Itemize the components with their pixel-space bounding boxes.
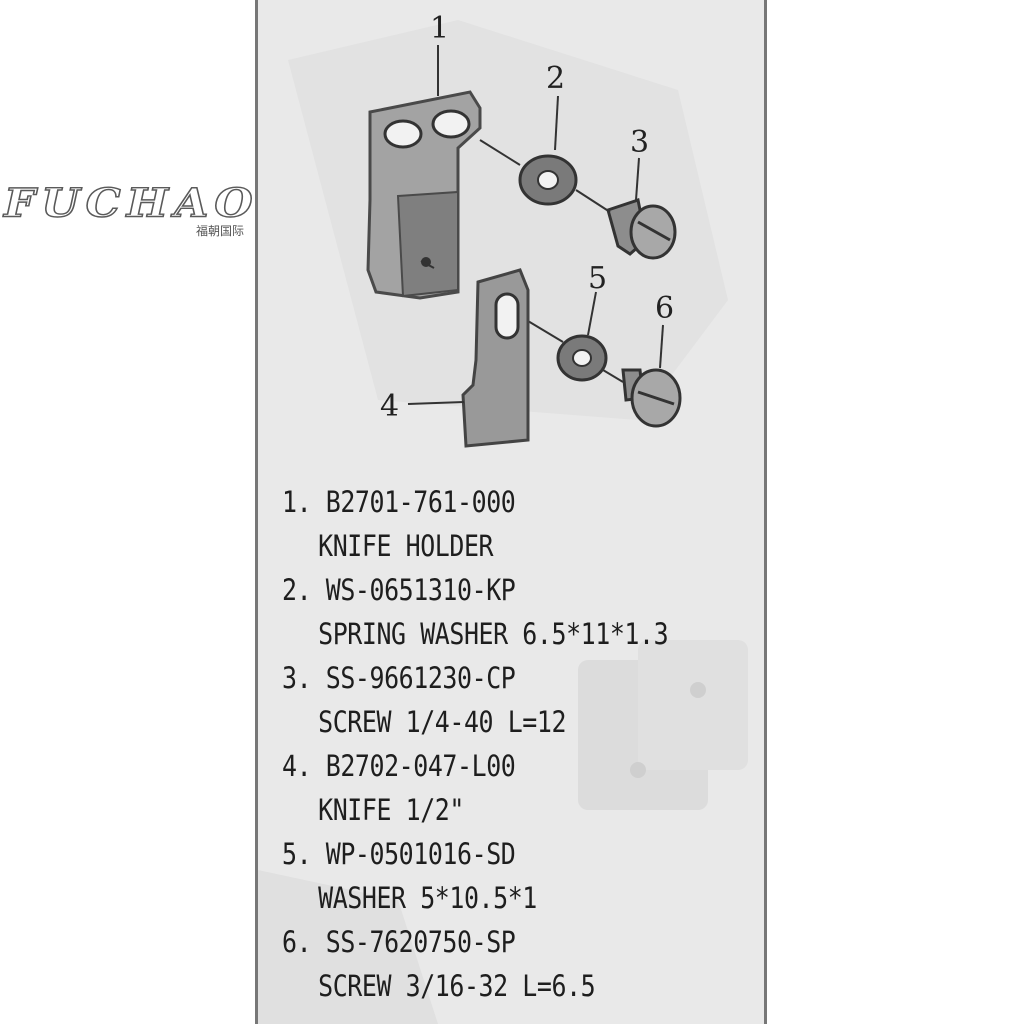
part-code: 3. SS-9661230-CP — [282, 661, 516, 695]
part-description: SPRING WASHER 6.5*11*1.3 — [318, 617, 669, 651]
part-entry: 4. B2702-047-L00 KNIFE 1/2" — [282, 744, 695, 832]
exploded-diagram: 1 2 3 4 5 6 — [366, 11, 682, 448]
callout-2: 2 — [546, 61, 565, 96]
part-description: SCREW 1/4-40 L=12 — [318, 705, 567, 739]
parts-list: 1. B2701-761-000 KNIFE HOLDER 2. WS-0651… — [282, 480, 695, 1008]
knife-holder-part — [366, 90, 482, 300]
parts-sheet: 1 2 3 4 5 6 1. B2701-761-000 KNIFE HOLDE… — [255, 0, 767, 1024]
washer-part — [556, 334, 608, 382]
part-entry: 1. B2701-761-000 KNIFE HOLDER — [282, 480, 695, 568]
part-code: 5. WP-0501016-SD — [282, 837, 516, 871]
callout-5: 5 — [588, 261, 607, 296]
small-screw-part — [621, 368, 682, 428]
part-description: WASHER 5*10.5*1 — [318, 881, 537, 915]
knife-part — [461, 268, 530, 448]
callout-lines — [407, 45, 664, 405]
part-description: SCREW 3/16-32 L=6.5 — [318, 969, 596, 1003]
part-description: KNIFE 1/2" — [318, 793, 464, 827]
part-code: 6. SS-7620750-SP — [282, 925, 516, 959]
part-entry: 3. SS-9661230-CP SCREW 1/4-40 L=12 — [282, 656, 695, 744]
callout-6: 6 — [655, 291, 674, 326]
part-entry: 6. SS-7620750-SP SCREW 3/16-32 L=6.5 — [282, 920, 695, 1008]
spring-washer-part — [518, 154, 578, 206]
assembly-leader-lines — [420, 139, 624, 383]
part-code: 1. B2701-761-000 — [282, 485, 516, 519]
callout-3: 3 — [630, 125, 649, 160]
part-entry: 2. WS-0651310-KP SPRING WASHER 6.5*11*1.… — [282, 568, 695, 656]
watermark-subtitle: 福朝国际 — [196, 224, 245, 238]
watermark-logo: FUCHAO 福朝国际 — [0, 178, 262, 248]
callout-4: 4 — [380, 389, 399, 424]
part-description: KNIFE HOLDER — [318, 529, 494, 563]
part-code: 2. WS-0651310-KP — [282, 573, 516, 607]
part-entry: 5. WP-0501016-SD WASHER 5*10.5*1 — [282, 832, 695, 920]
screw-part — [606, 198, 677, 260]
part-code: 4. B2702-047-L00 — [282, 749, 516, 783]
watermark-brand: FUCHAO — [3, 180, 259, 227]
callout-1: 1 — [430, 11, 449, 46]
